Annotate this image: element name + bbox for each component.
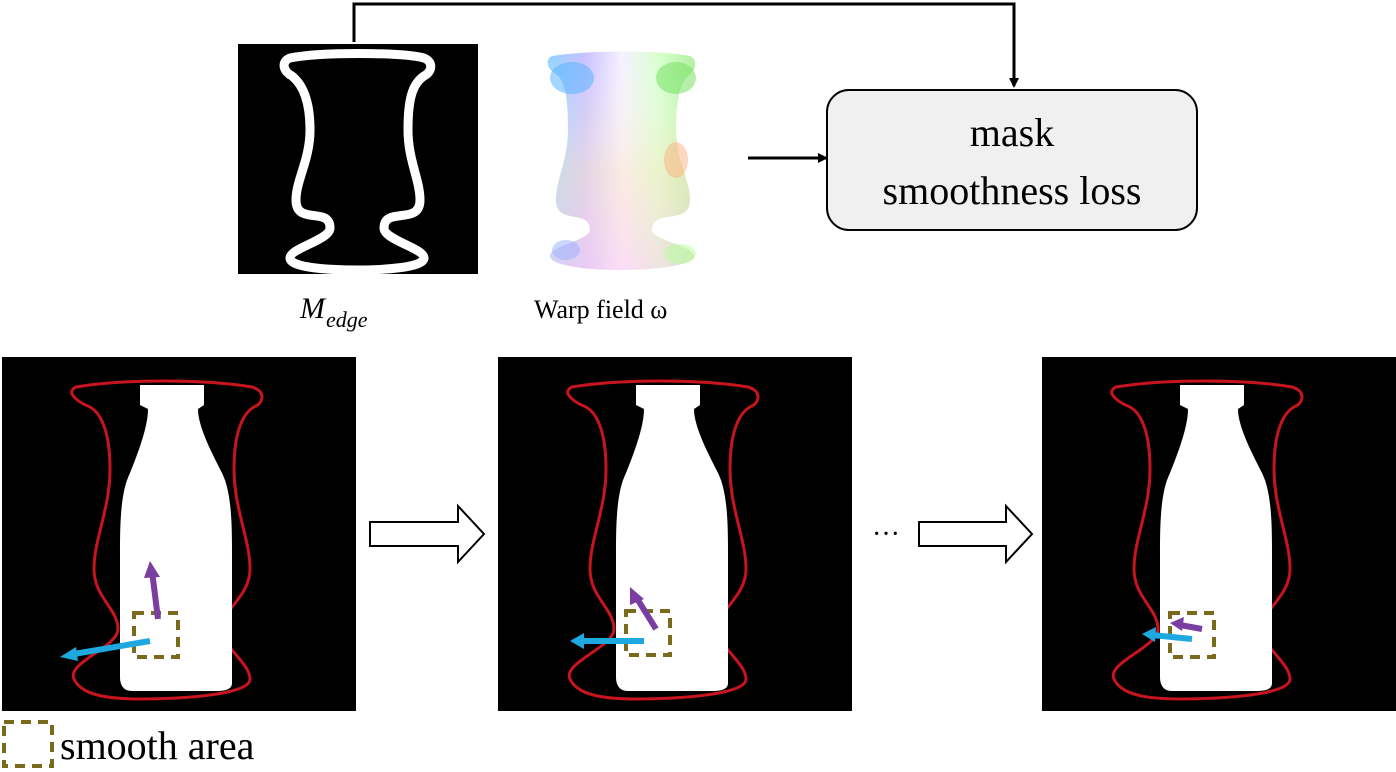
purple-flow-arrow-head bbox=[144, 561, 160, 578]
legend: smooth area bbox=[2, 720, 255, 768]
right-hollow-arrow-icon bbox=[918, 503, 1034, 565]
stage-panel-2 bbox=[498, 357, 852, 711]
mask-smoothness-loss-box: mask smoothness loss bbox=[826, 89, 1198, 231]
edge-to-loss-connector bbox=[352, 2, 1019, 88]
edge-mask-label: M edge bbox=[299, 292, 368, 332]
edge-mask-image bbox=[238, 44, 478, 275]
purple-flow-arrow-shaft bbox=[633, 595, 659, 631]
dashed-square-icon bbox=[2, 720, 54, 768]
edge-label-sub: edge bbox=[326, 307, 368, 332]
purple-flow-arrow-head bbox=[630, 587, 644, 605]
blue-flow-arrow-head bbox=[1142, 627, 1156, 642]
right-hollow-arrow-icon bbox=[369, 503, 486, 565]
stage-panel-3 bbox=[1042, 357, 1396, 711]
blue-flow-arrow-shaft bbox=[1151, 632, 1193, 642]
warp-field-image bbox=[547, 51, 696, 270]
legend-label: smooth area bbox=[60, 723, 255, 768]
loss-box-line2: smoothness loss bbox=[883, 168, 1142, 213]
warp-field-label: Warp field ω bbox=[534, 295, 667, 324]
edge-label-main: M bbox=[299, 292, 327, 325]
purple-flow-arrow-shaft bbox=[1179, 622, 1203, 632]
blue-flow-arrow-head bbox=[570, 633, 584, 649]
blue-flow-arrow-head bbox=[60, 647, 78, 661]
stage-panel-1 bbox=[2, 357, 356, 711]
bottle-shape bbox=[120, 385, 232, 691]
ellipsis-label: ··· bbox=[872, 519, 900, 550]
blue-flow-arrow-shaft bbox=[67, 638, 151, 658]
loss-box-line1: mask bbox=[970, 110, 1054, 155]
purple-flow-arrow-shaft bbox=[149, 570, 161, 620]
purple-flow-arrow-head bbox=[1170, 617, 1184, 631]
